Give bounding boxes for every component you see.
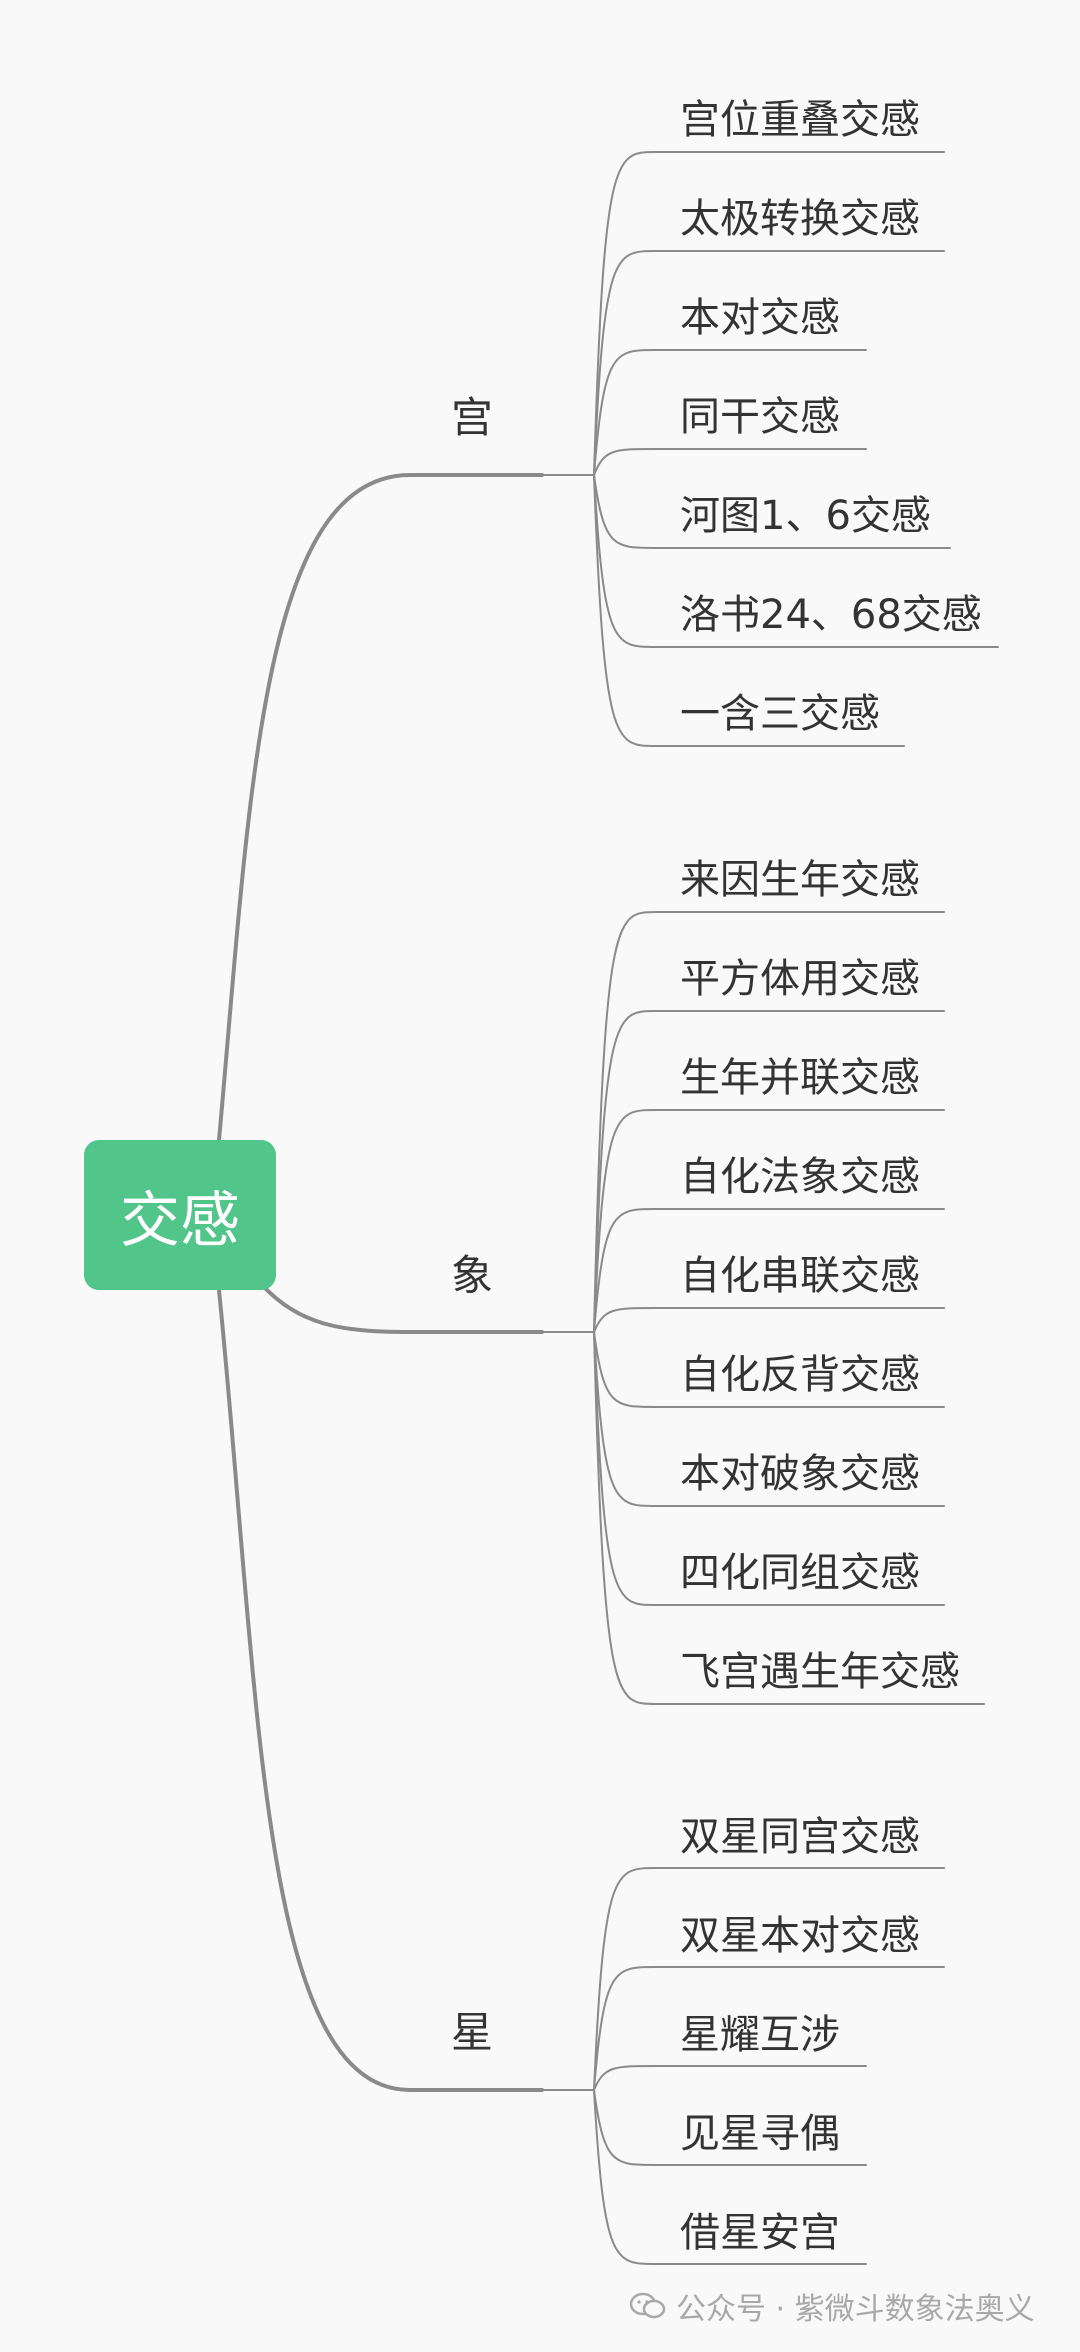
leaf-connector [593, 1867, 945, 2091]
leaf-node[interactable]: 生年并联交感 [680, 1055, 920, 1101]
leaf-node[interactable]: 飞宫遇生年交感 [680, 1649, 960, 1695]
leaf-node[interactable]: 平方体用交感 [680, 956, 920, 1002]
leaf-node[interactable]: 来因生年交感 [680, 857, 920, 903]
leaf-node[interactable]: 本对破象交感 [680, 1451, 920, 1497]
leaf-connector [593, 911, 945, 1333]
leaf-node[interactable]: 太极转换交感 [680, 196, 920, 242]
leaf-connector [593, 1010, 945, 1333]
trunk-connector-xing [217, 1288, 544, 2092]
watermark-text: 公众号 · 紫微斗数象法奥义 [676, 2292, 1035, 2327]
leaf-node[interactable]: 本对交感 [680, 295, 840, 341]
leaf-node[interactable]: 见星寻偶 [680, 2111, 840, 2157]
leaf-node[interactable]: 宫位重叠交感 [680, 97, 920, 143]
leaf-connector [593, 474, 999, 648]
leaf-connector [593, 2089, 867, 2166]
leaf-node[interactable]: 星耀互涉 [680, 2012, 840, 2058]
leaf-connector [593, 474, 951, 549]
root-node[interactable]: 交感 [84, 1140, 276, 1290]
leaf-node[interactable]: 一含三交感 [680, 691, 880, 737]
leaf-node[interactable]: 四化同组交感 [680, 1550, 920, 1596]
leaf-node[interactable]: 自化串联交感 [680, 1253, 920, 1299]
leaf-connector [593, 448, 867, 476]
leaf-connector [593, 474, 905, 747]
leaf-connector [593, 1109, 945, 1333]
leaf-connector [593, 1307, 945, 1333]
watermark: 公众号 · 紫微斗数象法奥义 [628, 2286, 1035, 2327]
branch-node-xing[interactable]: 星 [450, 2008, 493, 2057]
trunk-connector-gong [217, 473, 544, 1142]
leaf-node[interactable]: 双星本对交感 [680, 1913, 920, 1959]
leaf-connector [593, 1331, 945, 1606]
leaf-connector [593, 1331, 985, 1705]
leaf-node[interactable]: 借星安宫 [680, 2210, 840, 2256]
leaf-node[interactable]: 河图1、6交感 [680, 493, 931, 539]
branch-node-gong[interactable]: 宫 [450, 393, 493, 442]
leaf-connector [593, 1966, 945, 2091]
leaf-node[interactable]: 自化反背交感 [680, 1352, 920, 1398]
leaf-connector [593, 1331, 945, 1408]
leaf-connector [593, 250, 945, 476]
leaf-node[interactable]: 双星同宫交感 [680, 1814, 920, 1860]
leaf-connector [593, 1208, 945, 1333]
leaf-node[interactable]: 同干交感 [680, 394, 840, 440]
branch-node-xiang[interactable]: 象 [450, 1251, 493, 1300]
leaf-node[interactable]: 洛书24、68交感 [680, 592, 982, 638]
leaf-node[interactable]: 自化法象交感 [680, 1154, 920, 1200]
root-label: 交感 [120, 1185, 240, 1256]
leaf-connector [593, 2065, 867, 2091]
wechat-icon [629, 2292, 666, 2319]
leaf-connector [593, 349, 867, 476]
trunk-connector-xiang [260, 1283, 544, 1334]
leaf-connector [593, 2089, 867, 2265]
leaf-connector [593, 151, 945, 476]
leaf-connector [593, 1331, 945, 1507]
